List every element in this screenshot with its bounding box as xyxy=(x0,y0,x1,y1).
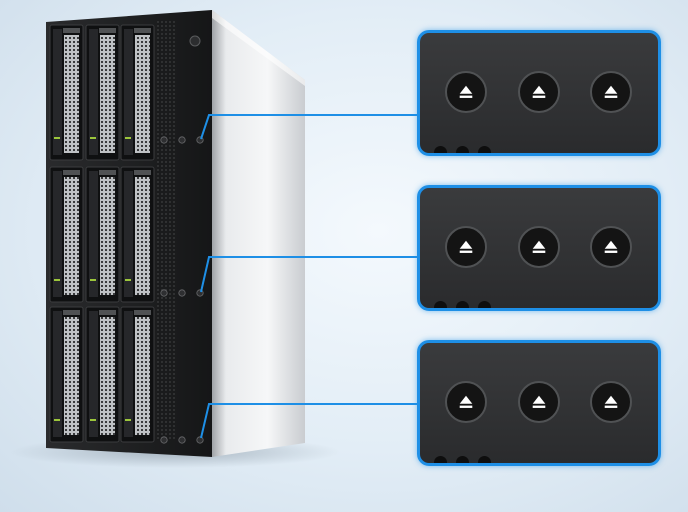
eject-button[interactable] xyxy=(590,381,632,423)
eject-button[interactable] xyxy=(445,226,487,268)
callout-panel-top xyxy=(417,30,661,156)
drive-bay[interactable] xyxy=(49,306,84,443)
eject-button[interactable] xyxy=(445,381,487,423)
drive-bay[interactable] xyxy=(85,306,120,443)
connector-line xyxy=(200,114,420,140)
drive-bay[interactable] xyxy=(120,166,155,303)
drive-mesh xyxy=(64,35,79,153)
front-eject-button xyxy=(178,436,186,444)
drive-led xyxy=(90,137,96,139)
drive-handle xyxy=(134,170,151,175)
drive-bay[interactable] xyxy=(49,24,84,161)
drive-bay[interactable] xyxy=(120,306,155,443)
drive-bay[interactable] xyxy=(49,166,84,303)
drive-led xyxy=(54,137,60,139)
drive-latch xyxy=(124,29,133,155)
eject-icon xyxy=(604,240,618,253)
drive-handle xyxy=(99,28,116,33)
drive-bay[interactable] xyxy=(120,24,155,161)
drive-latch xyxy=(124,171,133,297)
front-eject-buttons xyxy=(160,136,204,444)
drive-mesh xyxy=(64,177,79,295)
connector-line xyxy=(200,403,420,439)
front-eject-button xyxy=(178,289,186,297)
eject-button[interactable] xyxy=(590,71,632,113)
drive-bay[interactable] xyxy=(85,24,120,161)
status-led xyxy=(434,301,447,308)
connector-line xyxy=(200,256,420,293)
status-led xyxy=(434,146,447,153)
drive-handle xyxy=(63,170,80,175)
eject-icon xyxy=(459,240,473,253)
drive-latch xyxy=(124,311,133,437)
drive-latch xyxy=(53,171,62,297)
status-led xyxy=(456,301,469,308)
drive-latch xyxy=(53,311,62,437)
drive-handle xyxy=(134,310,151,315)
status-led xyxy=(478,456,491,463)
eject-icon xyxy=(604,395,618,408)
drive-mesh xyxy=(100,177,115,295)
drive-bay[interactable] xyxy=(85,166,120,303)
front-vent-strip xyxy=(157,20,177,440)
drive-handle xyxy=(63,28,80,33)
drive-mesh xyxy=(100,35,115,153)
drive-led xyxy=(54,279,60,281)
drive-latch xyxy=(89,311,98,437)
eject-button[interactable] xyxy=(590,226,632,268)
eject-button[interactable] xyxy=(445,71,487,113)
eject-button[interactable] xyxy=(518,381,560,423)
front-eject-button xyxy=(160,436,168,444)
status-led xyxy=(456,146,469,153)
drive-latch xyxy=(89,171,98,297)
drive-mesh xyxy=(135,177,150,295)
callout-panel-bottom xyxy=(417,340,661,466)
drive-bays xyxy=(49,24,155,443)
front-eject-button xyxy=(160,136,168,144)
power-button xyxy=(189,35,201,47)
drive-led xyxy=(54,419,60,421)
eject-icon xyxy=(459,85,473,98)
drive-led xyxy=(90,279,96,281)
drive-handle xyxy=(134,28,151,33)
front-eject-button xyxy=(160,289,168,297)
drive-mesh xyxy=(100,317,115,435)
eject-icon xyxy=(604,85,618,98)
status-led xyxy=(478,146,491,153)
front-eject-button xyxy=(178,136,186,144)
front-eject-button xyxy=(196,436,204,444)
status-led xyxy=(456,456,469,463)
drive-handle xyxy=(99,310,116,315)
chassis-side-panel xyxy=(212,10,305,457)
eject-button[interactable] xyxy=(518,226,560,268)
eject-icon xyxy=(459,395,473,408)
drive-handle xyxy=(99,170,116,175)
drive-led xyxy=(125,137,131,139)
status-led xyxy=(478,301,491,308)
drive-led xyxy=(90,419,96,421)
drive-mesh xyxy=(135,35,150,153)
eject-button[interactable] xyxy=(518,71,560,113)
callout-panel-middle xyxy=(417,185,661,311)
status-led xyxy=(434,456,447,463)
eject-icon xyxy=(532,85,546,98)
eject-icon xyxy=(532,395,546,408)
drive-latch xyxy=(89,29,98,155)
drive-mesh xyxy=(135,317,150,435)
callout-connectors xyxy=(200,114,420,439)
drive-latch xyxy=(53,29,62,155)
eject-icon xyxy=(532,240,546,253)
drive-handle xyxy=(63,310,80,315)
drive-led xyxy=(125,419,131,421)
drive-led xyxy=(125,279,131,281)
drive-mesh xyxy=(64,317,79,435)
